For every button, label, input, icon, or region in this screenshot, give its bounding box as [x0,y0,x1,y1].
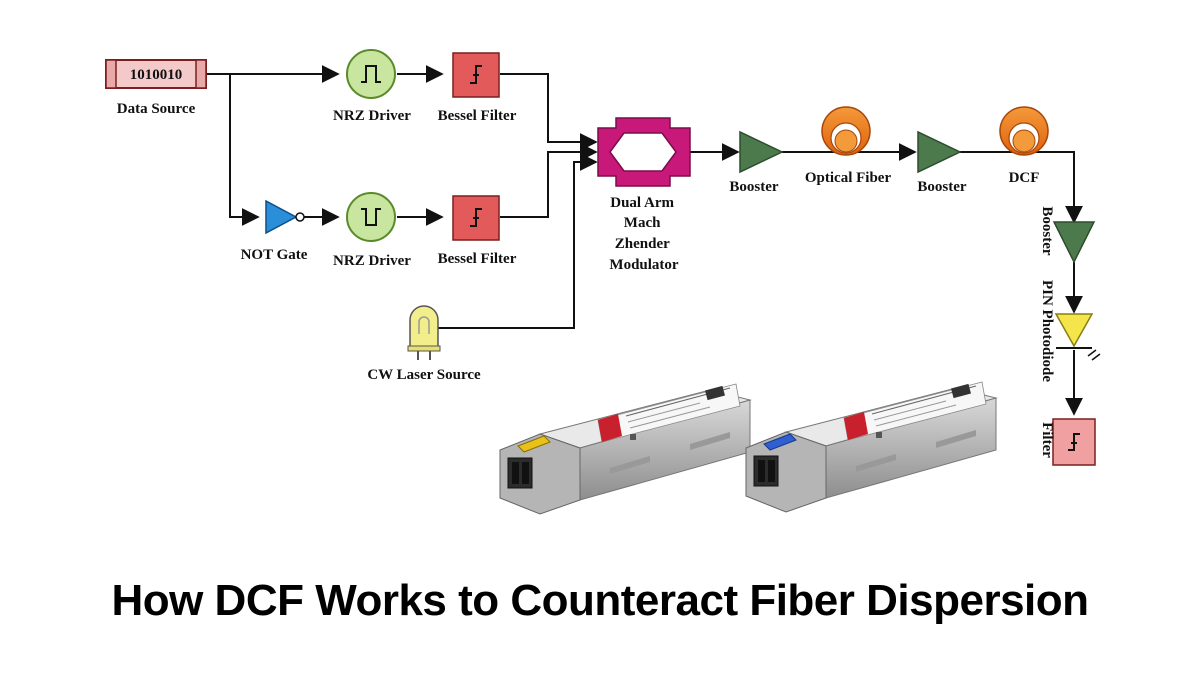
latch-yellow [517,435,551,453]
modulator-label-line-3: Zhender [615,236,670,252]
nrz-driver-bottom [346,192,396,242]
photodiode-label: PIN Photodiode [1039,280,1055,382]
wire-source-to-not-gate [229,74,260,226]
nrz-driver-bottom-label: NRZ Driver [333,253,411,269]
wires [206,65,1083,416]
modulator-label-line-2: Mach [624,215,661,231]
cw-laser-source [407,305,441,360]
dcf-label: DCF [1009,170,1040,186]
booster-2-amplifier-icon [917,130,962,174]
inverted-pulse-icon [361,208,381,226]
bessel-filter-top-label: Bessel Filter [438,108,517,124]
modulator-label: Dual Arm Mach Zhender Modulator [609,195,679,273]
booster-1-label: Booster [729,179,778,195]
modulator-label-line-1: Dual Arm [610,195,674,211]
booster-3-amplifier-icon [1052,221,1096,264]
dcf-coil-icon [999,106,1049,156]
nrz-driver-top-label: NRZ Driver [333,108,411,124]
sfp-transceiver-left [499,383,752,515]
output-filter [1052,418,1096,466]
latch-blue [763,433,797,451]
modulator-label-line-4: Modulator [609,257,679,273]
optical-fiber-label: Optical Fiber [805,170,892,186]
data-source: 1010010 [105,59,207,89]
page-title: How DCF Works to Counteract Fiber Disper… [111,576,1089,625]
pulse-icon [361,65,381,83]
filter-icon [1068,433,1080,451]
booster-2-label: Booster [917,179,966,195]
wire-laser-to-modulator [436,153,598,329]
bessel-filter-bottom [452,195,500,241]
mach-zehnder-modulator [597,117,691,187]
pin-photodiode-icon [1054,313,1101,361]
sfp-transceiver-right [745,381,998,513]
not-gate [265,199,305,235]
filter-icon [470,65,482,84]
not-gate-label: NOT Gate [241,247,308,263]
filter-label: Filter [1039,422,1055,458]
bessel-filter-bottom-label: Bessel Filter [438,251,517,267]
data-source-label: Data Source [117,101,196,117]
filter-icon [470,208,482,227]
bessel-filter-top [452,52,500,98]
wire-booster2-to-booster3 [960,151,1083,224]
booster-3-label: Booster [1039,206,1055,255]
cw-laser-label: CW Laser Source [367,367,481,383]
optical-fiber-coil-icon [821,106,871,156]
booster-1-amplifier-icon [739,130,784,174]
nrz-driver-top [346,49,396,99]
wire-bessel-top-to-modulator [500,73,598,151]
data-source-bits: 1010010 [130,67,183,83]
wire-bessel-bottom-to-modulator [500,143,598,218]
